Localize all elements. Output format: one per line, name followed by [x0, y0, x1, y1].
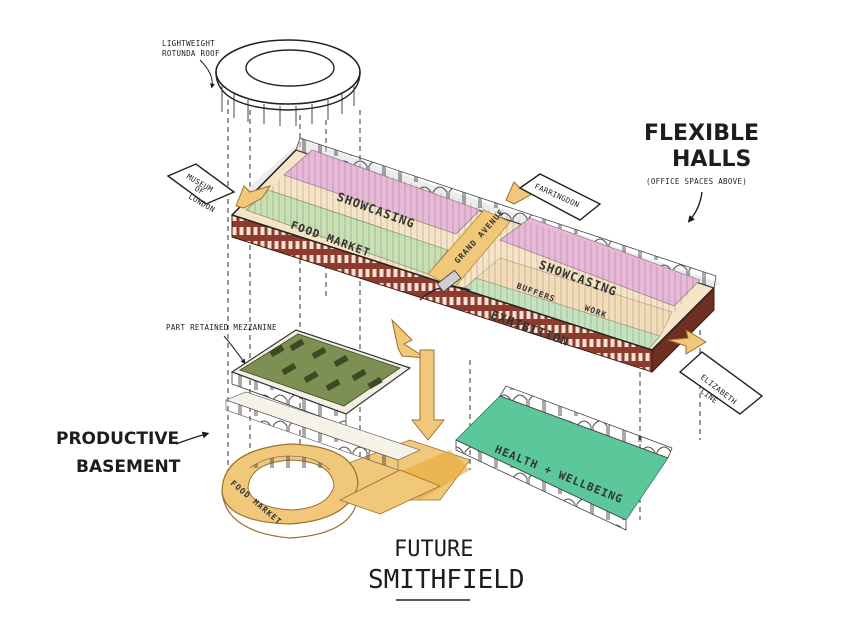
flexible-halls-line1: FLEXIBLE [644, 121, 759, 146]
flexible-halls-line2: HALLS [672, 147, 751, 172]
rotunda-roof [215, 39, 361, 126]
arrow-museum [235, 185, 272, 209]
museum-label-line2: OF [193, 184, 206, 197]
access-arrows [235, 181, 707, 441]
basement: HEALTH + WELLBEING FOOD MARKET [221, 385, 673, 539]
title-line1: FUTURE [394, 537, 473, 562]
elizabeth-callout: ELIZABETH LINE [678, 351, 764, 415]
productive-basement-line1: PRODUCTIVE [56, 429, 179, 449]
title-line2: SMITHFIELD [368, 565, 525, 595]
market-building [230, 137, 720, 374]
farringdon-callout: FARRINGDON [518, 173, 602, 221]
productive-basement-label: PRODUCTIVE BASEMENT [56, 429, 210, 477]
title-block: FUTURE SMITHFIELD [368, 537, 525, 601]
mezzanine [230, 329, 412, 427]
productive-basement-line2: BASEMENT [76, 457, 181, 477]
rotunda-label-line2: ROTUNDA ROOF [162, 49, 220, 58]
rotunda-label-line1: LIGHTWEIGHT [162, 39, 215, 48]
rotunda-roof-label: LIGHTWEIGHT ROTUNDA ROOF [162, 39, 220, 89]
mezzanine-label: PART RETAINED MEZZANINE [166, 323, 277, 365]
flexible-halls-sub: (OFFICE SPACES ABOVE) [646, 177, 747, 186]
arrow-elizabeth [667, 328, 707, 355]
arrow-down-center [410, 349, 446, 441]
flexible-halls-label: FLEXIBLE HALLS (OFFICE SPACES ABOVE) [644, 121, 759, 223]
museum-callout: MUSEUM OF LONDON [166, 163, 236, 214]
mezzanine-label-text: PART RETAINED MEZZANINE [166, 323, 277, 332]
